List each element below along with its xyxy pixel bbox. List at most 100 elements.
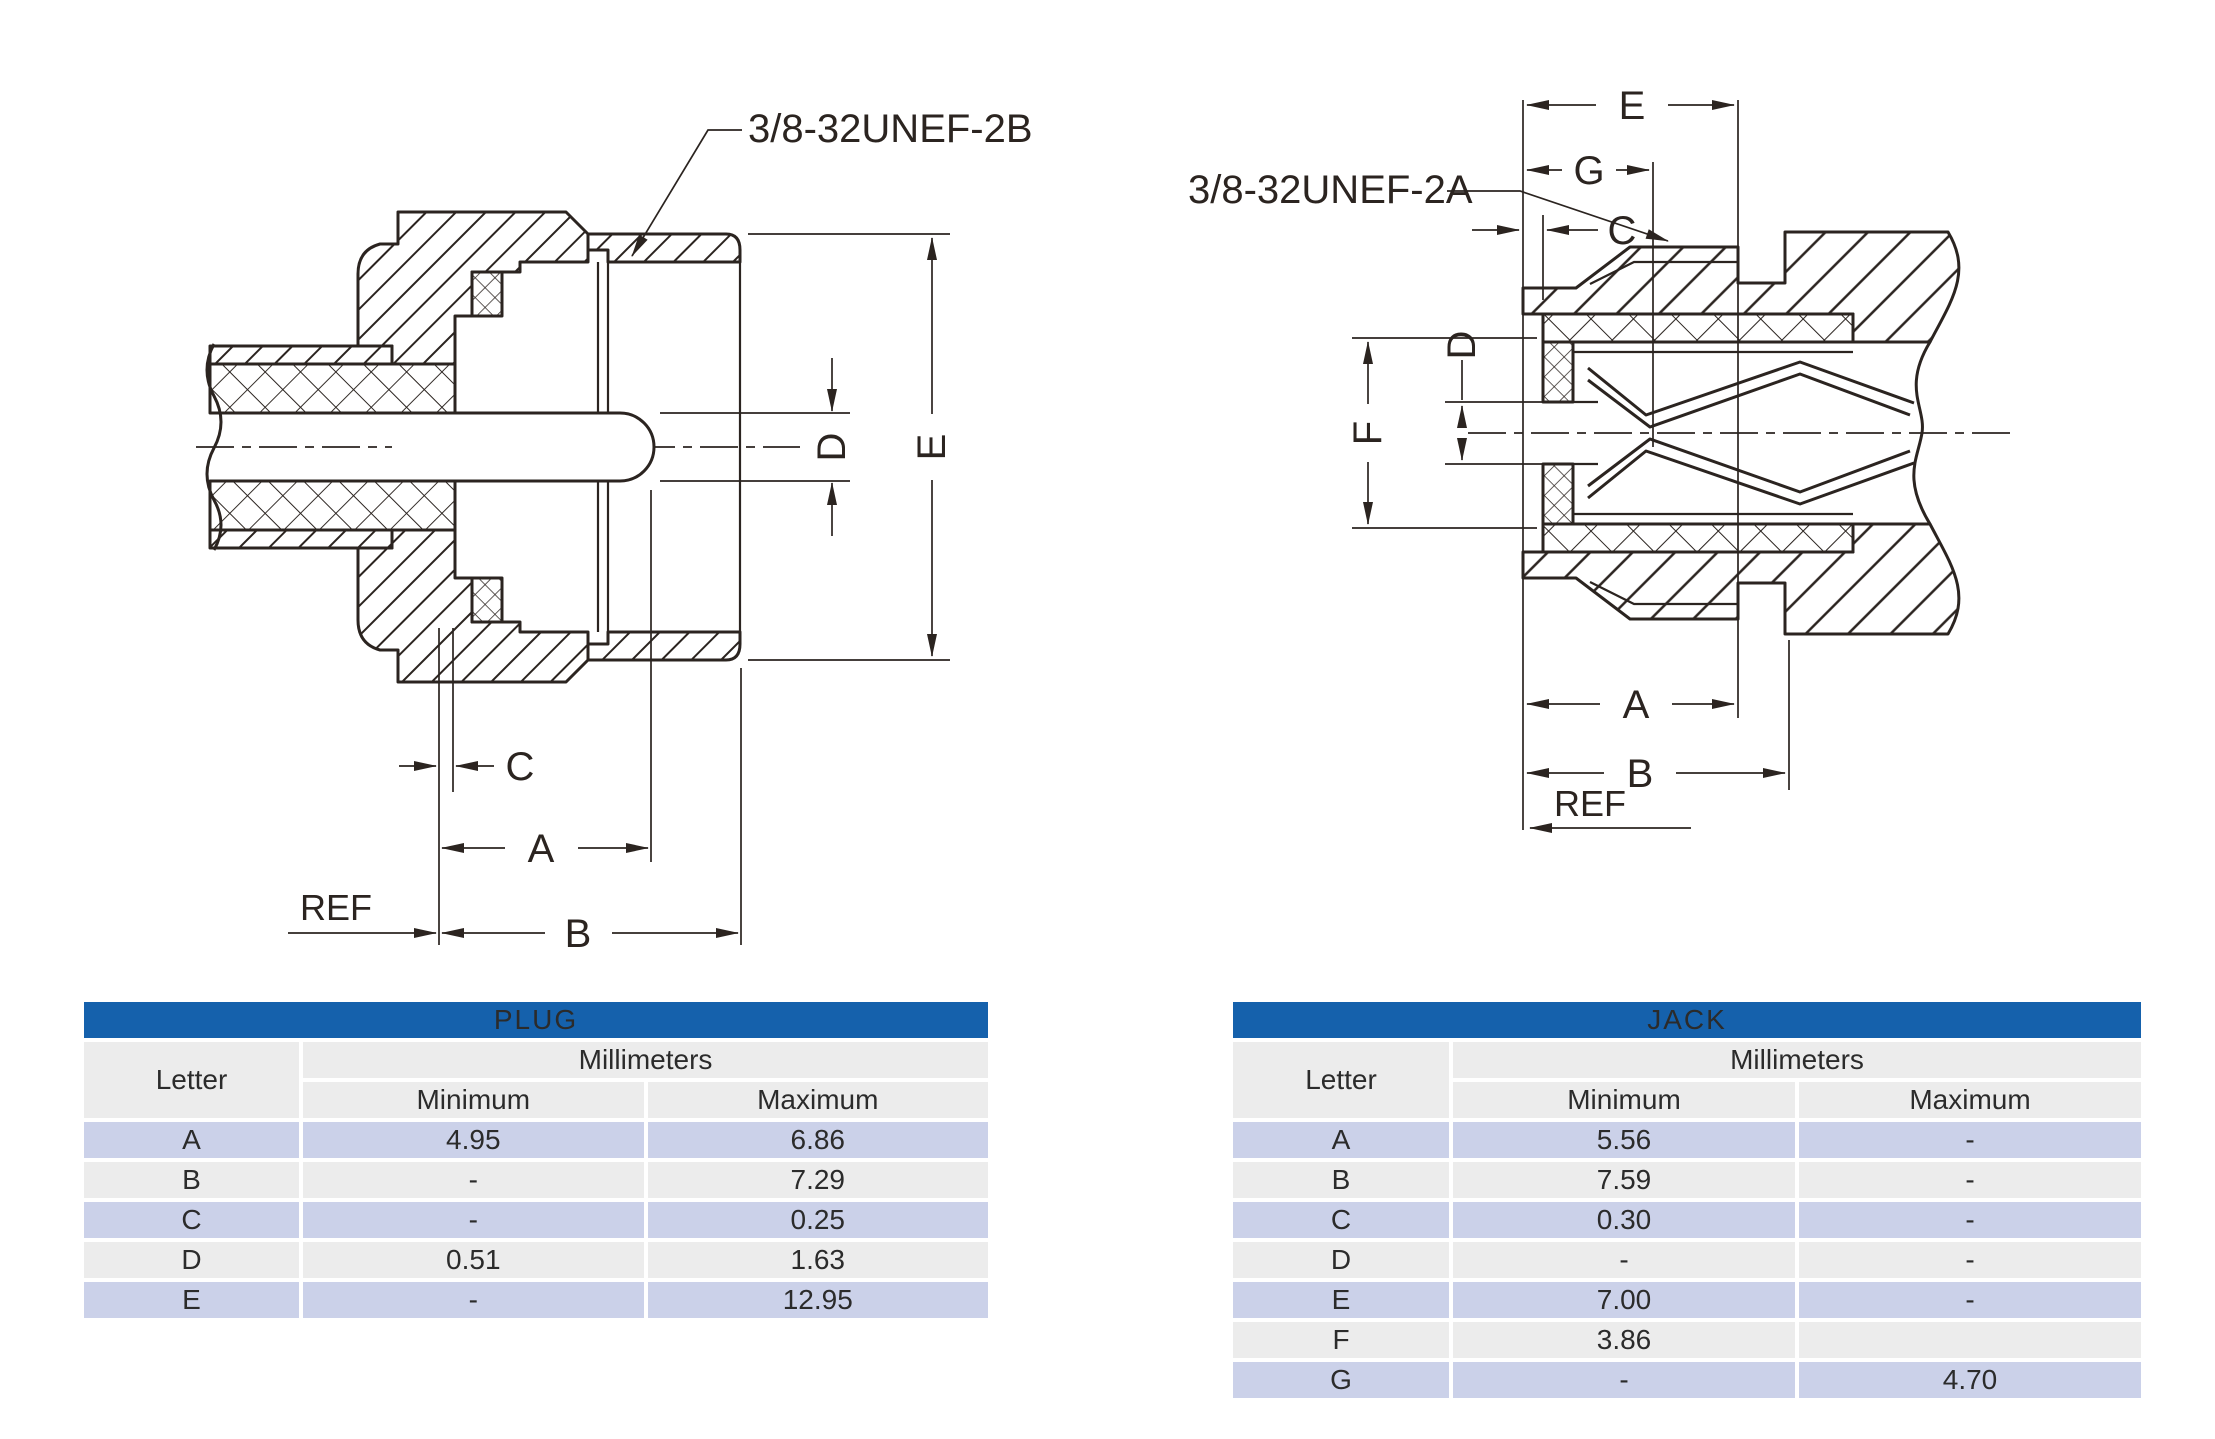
plug-body-front-top	[586, 232, 742, 264]
cell-letter: C	[84, 1202, 300, 1238]
cell-max: 0.25	[647, 1202, 988, 1238]
cell-letter: C	[1233, 1202, 1449, 1238]
cell-min: 7.00	[1453, 1282, 1795, 1318]
plug-cable-break-line	[205, 343, 223, 551]
table-row: B-7.29	[84, 1162, 988, 1198]
plug-col-letter: Letter	[84, 1042, 300, 1118]
plug-drawing: 3/8-32UNEF-2B D E C A B	[196, 107, 1033, 956]
plug-cable-braid-top	[208, 362, 457, 415]
jack-insulator-front-top	[1541, 340, 1575, 404]
jack-dim-e-label: E	[1619, 84, 1646, 128]
plug-dim-e-ext	[748, 233, 950, 661]
cell-min: 7.59	[1453, 1162, 1795, 1198]
cell-max	[1799, 1322, 2141, 1358]
cell-letter: E	[84, 1282, 300, 1318]
plug-thread-label: 3/8-32UNEF-2B	[748, 107, 1033, 151]
cell-max: -	[1799, 1122, 2141, 1158]
jack-col-min: Minimum	[1453, 1082, 1795, 1118]
cell-max: 4.70	[1799, 1362, 2141, 1398]
jack-socket-finger-bottom	[1587, 437, 1915, 506]
cell-letter: F	[1233, 1322, 1449, 1358]
jack-contact-sleeve	[1543, 350, 1853, 516]
jack-dim-g-label: G	[1573, 149, 1604, 193]
cell-letter: G	[1233, 1362, 1449, 1398]
jack-dim-f-ext	[1352, 337, 1537, 529]
jack-thread-label: 3/8-32UNEF-2A	[1188, 168, 1473, 212]
cell-letter: A	[1233, 1122, 1449, 1158]
jack-socket-finger-top	[1587, 360, 1915, 429]
plug-cable-jacket-bottom	[208, 528, 394, 550]
cell-min: -	[303, 1202, 644, 1238]
plug-ref-label: REF	[300, 887, 372, 928]
cell-letter: D	[1233, 1242, 1449, 1278]
plug-dim-c-label: C	[506, 745, 535, 789]
jack-dim-ext-verticals	[1542, 100, 1790, 790]
jack-insulator-top	[1541, 312, 1855, 344]
table-row: G-4.70	[1233, 1362, 2141, 1398]
table-row: D--	[1233, 1242, 2141, 1278]
table-row: E-12.95	[84, 1282, 988, 1318]
cell-min: -	[303, 1282, 644, 1318]
jack-col-letter: Letter	[1233, 1042, 1449, 1118]
jack-col-group: Millimeters	[1453, 1042, 2141, 1078]
plug-col-max: Maximum	[647, 1082, 988, 1118]
cell-max: 7.29	[647, 1162, 988, 1198]
jack-thread-leader	[1447, 190, 1669, 242]
cell-min: 0.30	[1453, 1202, 1795, 1238]
plug-center-pin	[392, 411, 656, 483]
cell-letter: D	[84, 1242, 300, 1278]
jack-dim-a-label: A	[1623, 683, 1650, 727]
cell-max: -	[1799, 1282, 2141, 1318]
plug-dim-d-ext	[660, 412, 850, 482]
plug-cable-jacket-top	[208, 344, 394, 366]
plug-dim-d-label: D	[810, 433, 854, 462]
cell-max: -	[1799, 1162, 2141, 1198]
plug-dim-a-label: A	[528, 827, 555, 871]
cell-min: 3.86	[1453, 1322, 1795, 1358]
plug-thread-leader	[631, 129, 742, 257]
plug-gasket-top	[470, 270, 504, 318]
plug-col-min: Minimum	[303, 1082, 644, 1118]
cell-letter: A	[84, 1122, 300, 1158]
cell-max: -	[1799, 1242, 2141, 1278]
plug-col-group: Millimeters	[303, 1042, 988, 1078]
jack-table-title: JACK	[1233, 1002, 2141, 1038]
jack-body-break-line	[1912, 341, 1932, 525]
plug-dim-ext-verticals	[438, 490, 742, 945]
cell-min: -	[1453, 1362, 1795, 1398]
jack-dim-d-label: D	[1440, 331, 1484, 360]
cell-max: 6.86	[647, 1122, 988, 1158]
jack-dim-b-label: B	[1627, 752, 1654, 796]
table-row: C-0.25	[84, 1202, 988, 1238]
cell-min: -	[1453, 1242, 1795, 1278]
jack-table: JACK Letter Millimeters Minimum Maximum …	[1229, 998, 2145, 1402]
jack-insulator-front-bottom	[1541, 462, 1575, 526]
cell-min: 0.51	[303, 1242, 644, 1278]
plug-body-rear-top	[356, 210, 590, 366]
cell-max: 12.95	[647, 1282, 988, 1318]
plug-gasket-bottom	[470, 576, 504, 624]
plug-table-title: PLUG	[84, 1002, 988, 1038]
cell-min: 5.56	[1453, 1122, 1795, 1158]
jack-dim-c-label: C	[1608, 209, 1637, 253]
cell-letter: E	[1233, 1282, 1449, 1318]
cell-max: -	[1799, 1202, 2141, 1238]
jack-col-max: Maximum	[1799, 1082, 2141, 1118]
plug-cable-braid-bottom	[208, 479, 457, 532]
plug-dim-b-label: B	[565, 912, 592, 956]
jack-ref-label: REF	[1554, 783, 1626, 824]
plug-body-front-bottom	[586, 630, 742, 662]
plug-body-rear-bottom	[356, 528, 590, 684]
jack-drawing: 3/8-32UNEF-2A E G C D	[1188, 84, 2010, 833]
cell-letter: B	[1233, 1162, 1449, 1198]
cell-min: 4.95	[303, 1122, 644, 1158]
cell-letter: B	[84, 1162, 300, 1198]
